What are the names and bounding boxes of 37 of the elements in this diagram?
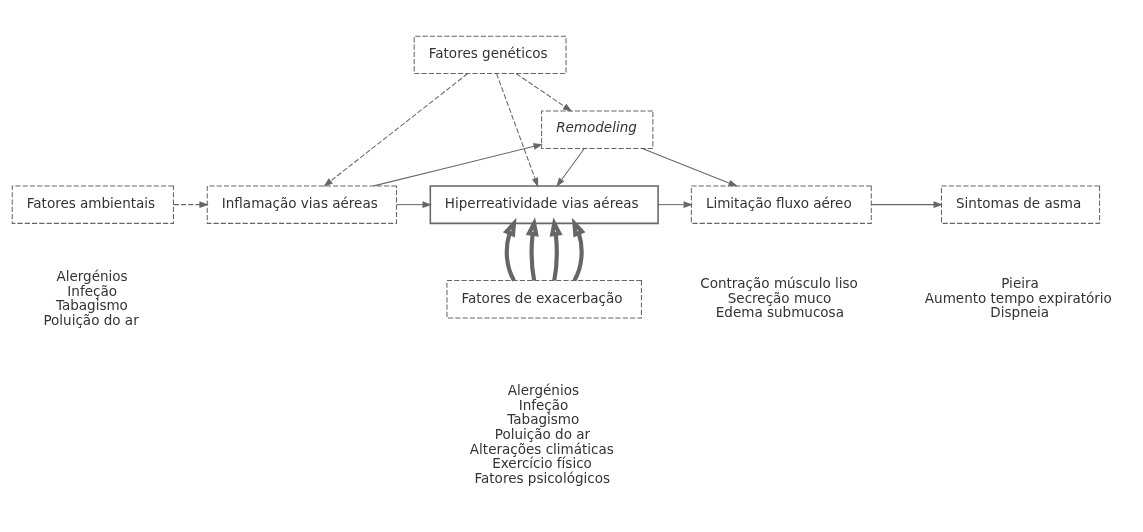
node-box: Fatores genéticos: [413, 35, 567, 75]
arrow: [502, 217, 517, 282]
node-label: Poluição do ar: [494, 426, 591, 443]
arrow: [525, 217, 539, 281]
arrow: [173, 201, 209, 208]
arrow: [515, 73, 573, 112]
arrow: [556, 148, 585, 188]
arrow: [496, 73, 539, 188]
arrow: [549, 217, 563, 281]
node-label: Alergénios: [56, 267, 128, 284]
node-label: Edema submucosa: [715, 304, 844, 321]
arrow: [571, 217, 586, 282]
node-label: Dispneia: [990, 304, 1050, 321]
node-label: Alterações climáticas: [469, 440, 614, 457]
node-label: Alergénios: [507, 382, 579, 399]
node-box: Fatores ambientais: [11, 185, 174, 224]
node-label: Infeção: [67, 282, 117, 299]
node-label: Tabagismo: [507, 411, 580, 428]
node-label: Aumento tempo expiratório: [924, 289, 1112, 306]
node-label: Fatores psicológicos: [474, 469, 610, 486]
arrow: [657, 201, 693, 208]
node-label: Pieira: [1001, 275, 1039, 292]
node-box: Sintomas de asma: [940, 185, 1101, 224]
node-box: Remodeling: [541, 110, 654, 149]
arrow: [396, 201, 432, 208]
node-label: Contração músculo liso: [700, 275, 858, 292]
arrow: [870, 201, 943, 208]
node-box: Hiperreatividade vias aéreas: [429, 185, 659, 225]
arrow: [323, 73, 468, 187]
node-label: Tabagismo: [55, 297, 128, 314]
node-label: Secreção muco: [727, 289, 832, 306]
arrow: [641, 148, 738, 187]
arrow: [373, 143, 543, 187]
node-box: Fatores de exacerbação: [446, 280, 642, 319]
node-label: Poluição do ar: [43, 311, 139, 328]
node-box: Inflamação vias aéreas: [206, 185, 398, 224]
node-box: Limitação fluxo aéreo: [690, 185, 872, 224]
